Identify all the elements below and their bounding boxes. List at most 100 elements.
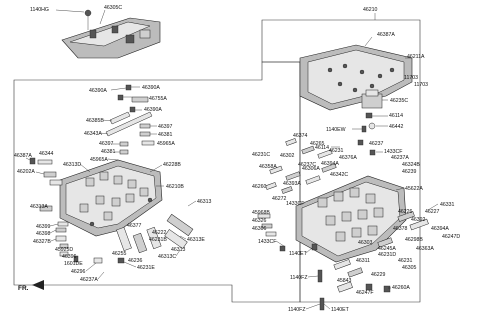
label-45965a-2: 45965A	[90, 157, 108, 163]
label-45968b: 45968B	[252, 210, 270, 216]
label-46363a: 46363A	[416, 246, 434, 252]
label-46298b: 46298B	[405, 237, 423, 243]
label-46210: 46210	[363, 7, 378, 13]
label-46311: 46311	[356, 258, 370, 264]
label-46305: 46305	[402, 265, 417, 271]
label-46303: 46303	[358, 240, 373, 246]
label-46392: 46392	[411, 217, 426, 223]
label-46358a: 46358A	[259, 164, 277, 170]
label-11703-a: 11703	[404, 75, 418, 81]
label-46306: 46306	[252, 226, 267, 232]
label-46231d: 46231D	[378, 252, 396, 258]
label-46237c: 46237C	[298, 162, 316, 168]
label-46397-a: 46397	[158, 124, 173, 130]
right-lower-spools	[317, 211, 429, 311]
label-46237a: 46237A	[80, 277, 98, 283]
group-box-left	[13, 61, 301, 303]
label-46245a: 46245A	[378, 246, 396, 252]
label-46210b: 46210B	[166, 184, 184, 190]
label-46327b: 46327B	[33, 239, 51, 245]
left-lower-spools	[116, 213, 194, 264]
label-46376a: 46376A	[339, 155, 357, 161]
label-1140ew: 1140EW	[326, 127, 346, 133]
label-46390a-1: 46390A	[89, 88, 107, 94]
label-46755a: 46755A	[149, 96, 167, 102]
label-46247d: 46247D	[442, 234, 460, 240]
label-46222: 46222	[152, 230, 167, 236]
label-46393a: 46393A	[283, 181, 301, 187]
label-46237: 46237	[369, 141, 384, 147]
label-46247f: 46247F	[356, 290, 374, 296]
label-1433cf-b: 1433CF	[286, 201, 304, 207]
label-46313-b: 46313	[171, 247, 186, 253]
label-46313-r: 46313	[197, 199, 212, 205]
label-46231b: 46231B	[149, 237, 167, 243]
label-46399: 46399	[36, 224, 51, 230]
label-46394a-b: 46394A	[431, 226, 449, 232]
label-46331: 46331	[440, 202, 455, 208]
label-46381-a: 46381	[158, 132, 173, 138]
label-46374: 46374	[293, 133, 308, 139]
label-46387a-top: 46387A	[377, 32, 395, 38]
label-46385b: 46385B	[86, 118, 104, 124]
label-46296: 46296	[71, 269, 86, 275]
label-1433cf-a: 1433CF	[384, 149, 402, 155]
label-1140et: 1140ET	[289, 251, 308, 257]
label-1140et-b: 1140ET	[331, 307, 350, 313]
label-46390a-3: 46390A	[144, 107, 162, 113]
label-46226: 46226	[398, 209, 413, 215]
label-46260a: 46260A	[392, 285, 410, 291]
front-direction-indicator: FR.	[18, 280, 44, 292]
label-46260: 46260	[252, 184, 267, 190]
label-46313c: 46313C	[158, 254, 176, 260]
label-46397-b: 46397	[99, 141, 114, 147]
label-46235c: 46235C	[390, 98, 408, 104]
label-1140fz-b: 1140FZ	[288, 307, 306, 313]
label-46114-a: 46114	[389, 113, 403, 119]
label-46202a: 46202A	[17, 169, 35, 175]
label-46305c: 46305C	[104, 5, 122, 11]
label-46231c: 46231C	[252, 152, 270, 158]
label-46265: 46265	[310, 141, 325, 147]
label-46442: 46442	[389, 124, 404, 130]
label-46231-b: 46231	[398, 258, 413, 264]
label-46381-b: 46381	[101, 149, 116, 155]
label-45843: 45843	[337, 278, 352, 284]
top-plate-assembly	[55, 9, 161, 59]
lower-valve-body	[295, 175, 407, 263]
label-46228b: 46228B	[163, 162, 181, 168]
label-46326: 46326	[252, 218, 267, 224]
label-46343a: 46343A	[84, 131, 102, 137]
label-46306a: 46306A	[302, 166, 320, 172]
right-mid-parts	[257, 138, 376, 252]
label-46272: 46272	[272, 196, 287, 202]
label-46313a: 46313A	[30, 204, 48, 210]
label-46324b: 46324B	[402, 162, 420, 168]
label-46237a-r: 46237A	[391, 155, 409, 161]
label-45965a-1: 45965A	[157, 141, 175, 147]
label-1140fz-a: 1140FZ	[290, 275, 308, 281]
label-46236: 46236	[128, 258, 143, 264]
label-46229: 46229	[371, 272, 386, 278]
label-46114-b: 46114	[315, 145, 329, 151]
front-label: FR.	[18, 285, 29, 292]
label-11703-b: 11703	[414, 82, 428, 88]
label-1601de: 1601DE	[64, 261, 83, 267]
label-46377: 46377	[127, 223, 142, 229]
label-46255: 46255	[112, 251, 127, 257]
label-46313e: 46313E	[187, 237, 205, 243]
label-45925d: 45925D	[55, 247, 73, 253]
label-46344: 46344	[39, 151, 54, 157]
label-46398: 46398	[36, 231, 51, 237]
label-46342c: 46342C	[330, 172, 348, 178]
label-46239: 46239	[402, 169, 417, 175]
label-46302: 46302	[280, 153, 295, 159]
label-1433cf-c: 1433CF	[258, 239, 276, 245]
separator-plate	[299, 36, 413, 111]
label-46378: 46378	[393, 226, 408, 232]
left-top-parts	[105, 84, 155, 155]
solenoid-block-46235c	[361, 89, 388, 109]
label-46387a-left: 46387A	[14, 153, 32, 159]
label-46231e: 46231E	[137, 265, 155, 271]
